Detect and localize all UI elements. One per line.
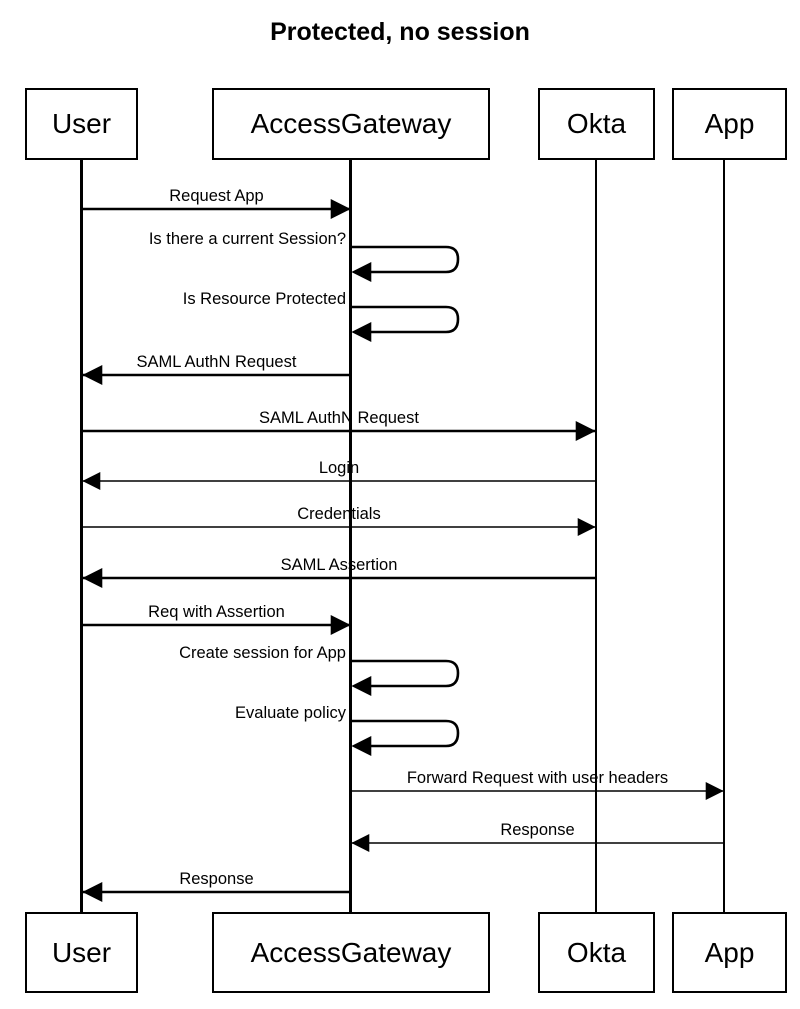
participant-footer-label-accessgateway: AccessGateway bbox=[250, 936, 452, 968]
participant-label-okta: Okta bbox=[566, 108, 627, 139]
message-label-2: Is there a current Session? bbox=[148, 230, 346, 248]
participant-header-okta[interactable]: Okta bbox=[538, 88, 655, 160]
message-label-12: Forward Request with user headers bbox=[406, 769, 669, 787]
message-label-6: Login bbox=[318, 459, 360, 477]
participant-header-user[interactable]: User bbox=[25, 88, 138, 160]
participant-header-accessgateway[interactable]: AccessGateway bbox=[212, 88, 490, 160]
message-label-14: Response bbox=[179, 870, 254, 888]
message-label-9: Req with Assertion bbox=[148, 603, 285, 621]
lifeline-app bbox=[723, 160, 725, 912]
participant-footer-label-app: App bbox=[704, 936, 755, 968]
message-label-3: Is Resource Protected bbox=[182, 290, 346, 308]
participant-footer-okta[interactable]: Okta bbox=[538, 912, 655, 993]
message-label-1: Request App bbox=[169, 187, 264, 205]
lifeline-okta bbox=[595, 160, 597, 912]
participant-footer-user[interactable]: User bbox=[25, 912, 138, 993]
participant-header-app[interactable]: App bbox=[672, 88, 787, 160]
diagram-title: Protected, no session bbox=[270, 18, 530, 46]
message-label-8: SAML Assertion bbox=[280, 556, 398, 574]
participant-label-accessgateway: AccessGateway bbox=[250, 108, 452, 139]
participant-label-app: App bbox=[704, 108, 755, 139]
message-label-10: Create session for App bbox=[179, 644, 346, 662]
message-label-13: Response bbox=[500, 821, 575, 839]
message-label-7: Credentials bbox=[297, 505, 381, 523]
lifeline-accessgateway bbox=[349, 160, 352, 912]
participant-footer-label-user: User bbox=[51, 936, 112, 968]
participant-footer-accessgateway[interactable]: AccessGateway bbox=[212, 912, 490, 993]
lifeline-user bbox=[80, 160, 83, 912]
message-label-11: Evaluate policy bbox=[235, 704, 346, 722]
participant-label-user: User bbox=[51, 108, 112, 139]
message-label-5: SAML AuthN Request bbox=[259, 409, 419, 427]
participant-footer-app[interactable]: App bbox=[672, 912, 787, 993]
participant-footer-label-okta: Okta bbox=[566, 936, 627, 968]
message-label-4: SAML AuthN Request bbox=[136, 353, 297, 371]
